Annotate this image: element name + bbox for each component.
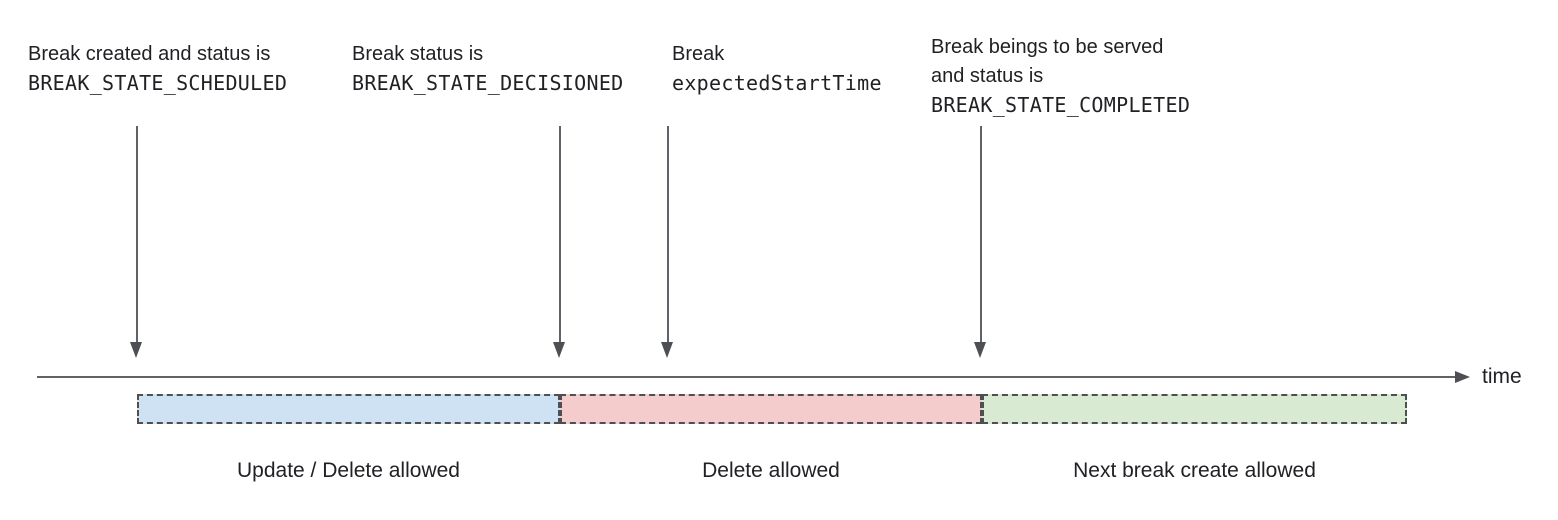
annotation-break-decisioned: Break status is BREAK_STATE_DECISIONED	[352, 40, 624, 98]
event-arrow-decisioned	[553, 126, 566, 358]
caption-update-delete-allowed: Update / Delete allowed	[237, 459, 460, 482]
annotation-break-completed: Break beings to be served and status is …	[931, 33, 1190, 120]
segment-update-delete-allowed	[137, 394, 560, 424]
event-arrow-completed	[974, 126, 987, 358]
annotation-text: Break created and status is	[28, 43, 271, 65]
annotation-break-scheduled: Break created and status is BREAK_STATE_…	[28, 40, 287, 98]
time-axis-label: time	[1482, 365, 1522, 388]
event-arrow-scheduled	[130, 126, 143, 358]
arrow-shaft	[666, 126, 669, 343]
annotation-expected-start-time: Break expectedStartTime	[672, 40, 882, 98]
arrow-down-icon	[661, 342, 673, 358]
segment-delete-allowed	[560, 394, 982, 424]
annotation-text: Break status is	[352, 43, 484, 65]
time-axis	[37, 376, 1456, 378]
arrow-shaft	[979, 126, 982, 343]
arrow-down-icon	[130, 342, 142, 358]
annotation-text: Break beings to be served	[931, 36, 1164, 58]
event-arrow-expected-start	[661, 126, 674, 358]
arrow-right-icon	[1455, 371, 1470, 383]
arrow-down-icon	[553, 342, 565, 358]
caption-delete-allowed: Delete allowed	[702, 459, 840, 482]
annotation-code-break-state-scheduled: BREAK_STATE_SCHEDULED	[28, 71, 288, 95]
segment-next-break-create-allowed	[982, 394, 1407, 424]
arrow-shaft	[135, 126, 138, 343]
arrow-down-icon	[974, 342, 986, 358]
annotation-code-expected-start-time: expectedStartTime	[672, 71, 882, 95]
annotation-text: and status is	[931, 65, 1044, 87]
annotation-code-break-state-completed: BREAK_STATE_COMPLETED	[931, 93, 1191, 117]
annotation-code-break-state-decisioned: BREAK_STATE_DECISIONED	[352, 71, 624, 95]
arrow-shaft	[558, 126, 561, 343]
caption-next-break-create-allowed: Next break create allowed	[1073, 459, 1316, 482]
annotation-text: Break	[672, 43, 725, 65]
